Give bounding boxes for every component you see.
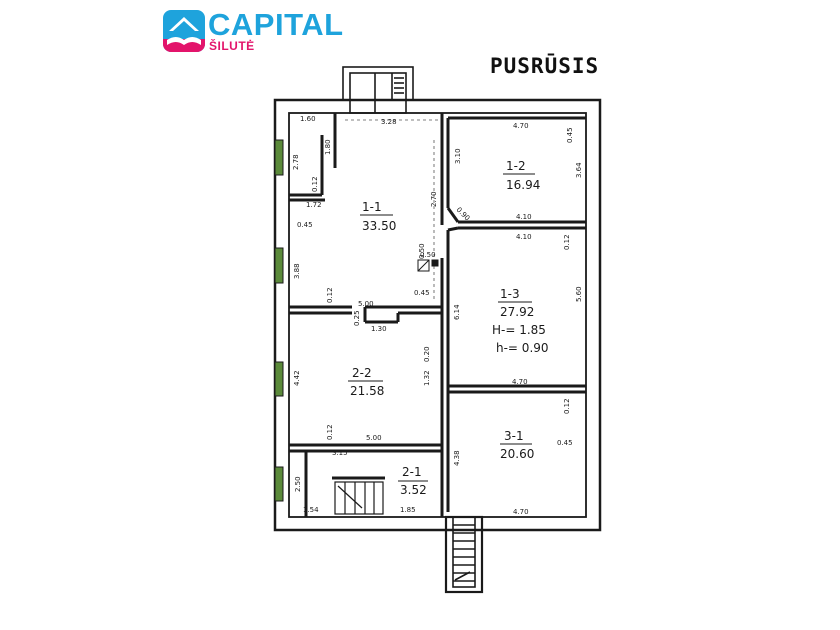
dim-label: 0.12: [326, 424, 334, 440]
ceiling-height: H-= 1.85: [492, 323, 546, 337]
dim-label: 4.42: [293, 370, 301, 386]
dim-label: 6.14: [453, 304, 461, 320]
dim-label: 3.15: [332, 449, 348, 457]
dim-label: 5.00: [366, 434, 382, 442]
room-id: 2-1: [402, 465, 422, 479]
dim-label: 0.50: [420, 251, 436, 259]
dim-label: 3.28: [381, 118, 397, 126]
interior-walls: [289, 113, 586, 517]
brand-subtitle: ŠILUTĖ: [209, 39, 255, 53]
room-id: 3-1: [504, 429, 524, 443]
room-area: 16.94: [506, 178, 540, 192]
room-labels: 1-1 33.50 1-2 16.94 1-3 27.92 H-= 1.85 h…: [348, 159, 549, 497]
dashed-guides: [345, 119, 440, 300]
brand-name: CAPITAL: [208, 7, 344, 42]
dim-label: 0.25: [353, 310, 361, 326]
room-area: 3.52: [400, 483, 427, 497]
dim-label: 5.60: [575, 286, 583, 302]
interior-stairs: [334, 481, 384, 515]
depth-height: h-= 0.90: [496, 341, 549, 355]
dim-label: 4.10: [516, 213, 532, 221]
dim-label: 1.85: [400, 506, 416, 514]
dim-label: 2.70: [430, 191, 438, 207]
dim-label: 0.12: [311, 176, 319, 192]
dim-label: 1.60: [300, 115, 316, 123]
dim-label: 0.45: [557, 439, 573, 447]
dim-label: 4.70: [513, 508, 529, 516]
windows: [274, 139, 284, 502]
dim-label: 1.72: [306, 201, 322, 209]
dim-label: 0.12: [563, 234, 571, 250]
room-id: 2-2: [352, 366, 372, 380]
room-area: 27.92: [500, 305, 534, 319]
dim-label: 1.30: [371, 325, 387, 333]
dim-label: 3.10: [454, 148, 462, 164]
dim-label: 4.70: [512, 378, 528, 386]
dim-label: 0.50: [418, 243, 426, 259]
dim-label: 1.80: [324, 139, 332, 155]
plan-title: PUSRŪSIS: [490, 54, 600, 78]
dim-label: 0.12: [563, 398, 571, 414]
dim-label: 1.32: [423, 370, 431, 386]
vent-box: [417, 259, 439, 272]
dim-label: 5.00: [358, 300, 374, 308]
dim-label: 1.54: [303, 506, 319, 514]
room-area: 20.60: [500, 447, 534, 461]
dim-label: 0.12: [326, 287, 334, 303]
dim-label: 0.45: [297, 221, 313, 229]
dim-label: 2.50: [294, 476, 302, 492]
room-area: 33.50: [362, 219, 396, 233]
room-id: 1-2: [506, 159, 526, 173]
outer-wall: [273, 98, 602, 532]
dim-label: 3.64: [575, 162, 583, 178]
room-area: 21.58: [350, 384, 384, 398]
dim-label: 4.70: [513, 122, 529, 130]
room-id: 1-3: [500, 287, 520, 301]
dim-label: 4.38: [453, 450, 461, 466]
dimension-labels: 1.60 3.28 2.78 1.80 0.12 3.10 1.72 2.70 …: [292, 115, 583, 516]
dim-label: 4.10: [516, 233, 532, 241]
dim-label: 0.20: [423, 346, 431, 362]
dim-label: 3.88: [293, 263, 301, 279]
brand-logo: CAPITAL ŠILUTĖ: [163, 8, 363, 56]
house-book-icon: [163, 10, 205, 52]
bottom-stairs: [444, 515, 484, 594]
dim-label: 0.45: [414, 289, 430, 297]
top-stairs: [342, 66, 414, 114]
room-id: 1-1: [362, 200, 382, 214]
dim-label: 2.78: [292, 154, 300, 170]
dim-label: 0.45: [566, 127, 574, 143]
